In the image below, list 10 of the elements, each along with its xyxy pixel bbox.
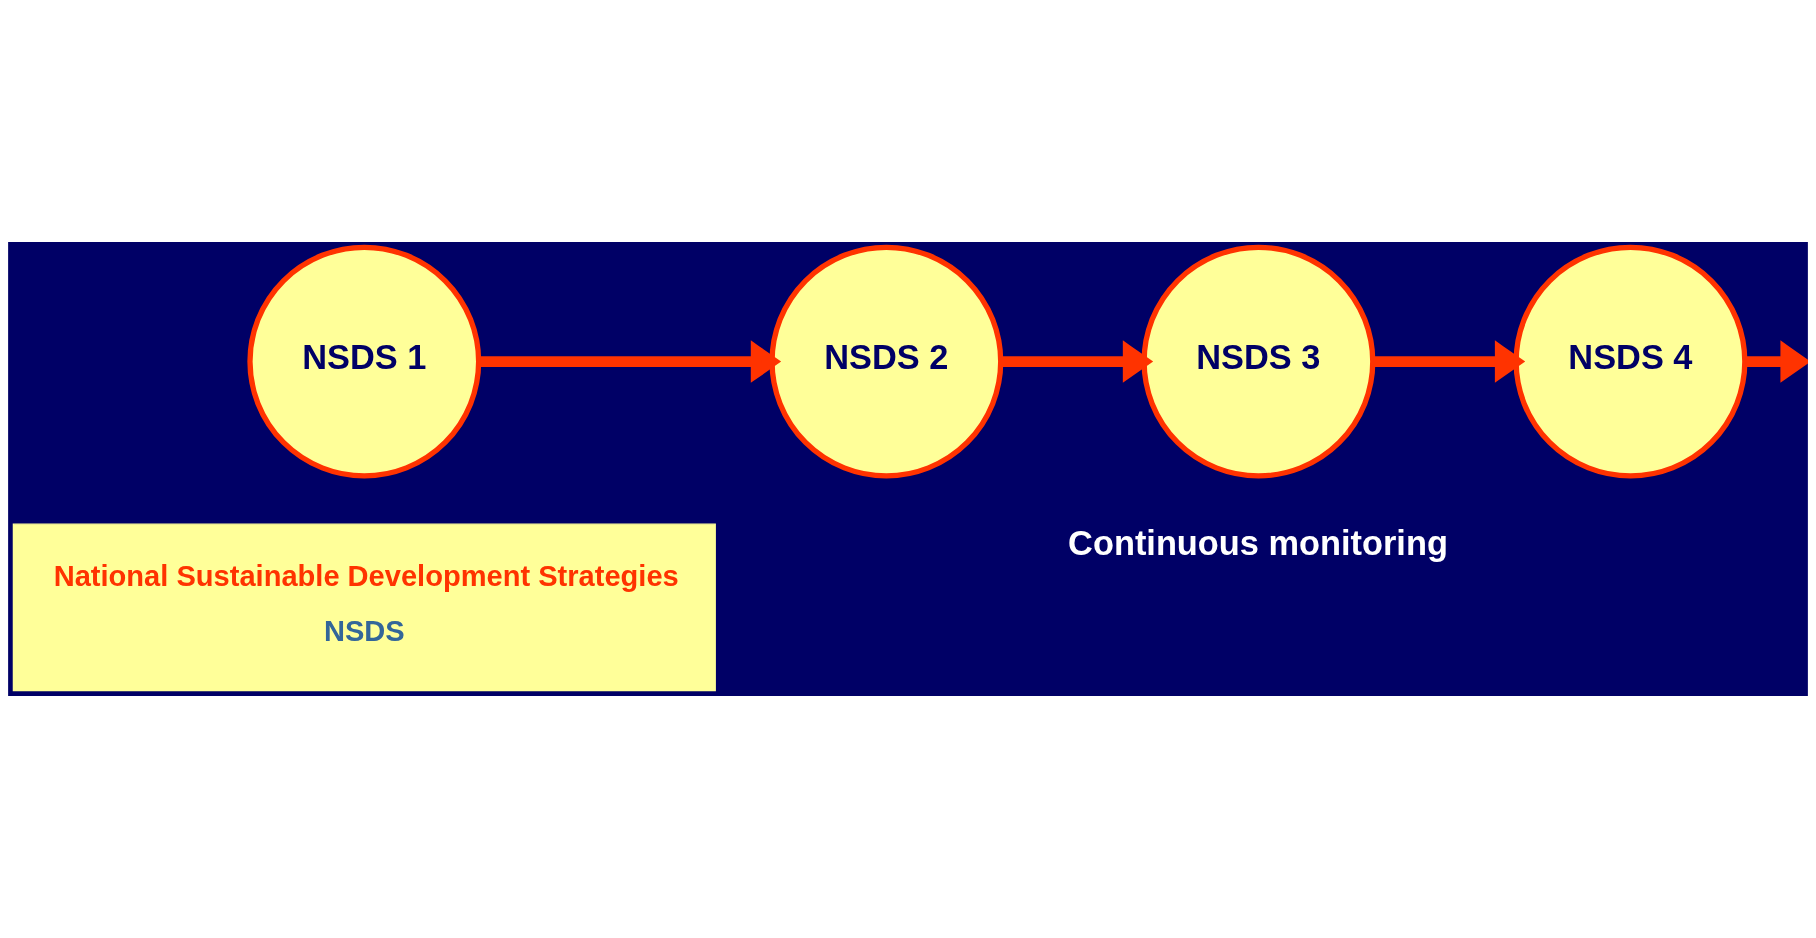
label: Continuous monitoring — [1068, 523, 1448, 562]
node-circle: NSDS 4 — [1513, 244, 1748, 479]
arrow — [1745, 340, 1808, 383]
arrow — [1373, 340, 1526, 383]
node-box: National Sustainable Development Strategies NSDS — [12, 523, 716, 692]
arrow — [1001, 340, 1154, 383]
arrow — [479, 340, 782, 383]
node-circle: NSDS 3 — [1141, 244, 1376, 479]
node-circle: NSDS 2 — [769, 244, 1004, 479]
node-circle: NSDS 1 — [247, 244, 482, 479]
